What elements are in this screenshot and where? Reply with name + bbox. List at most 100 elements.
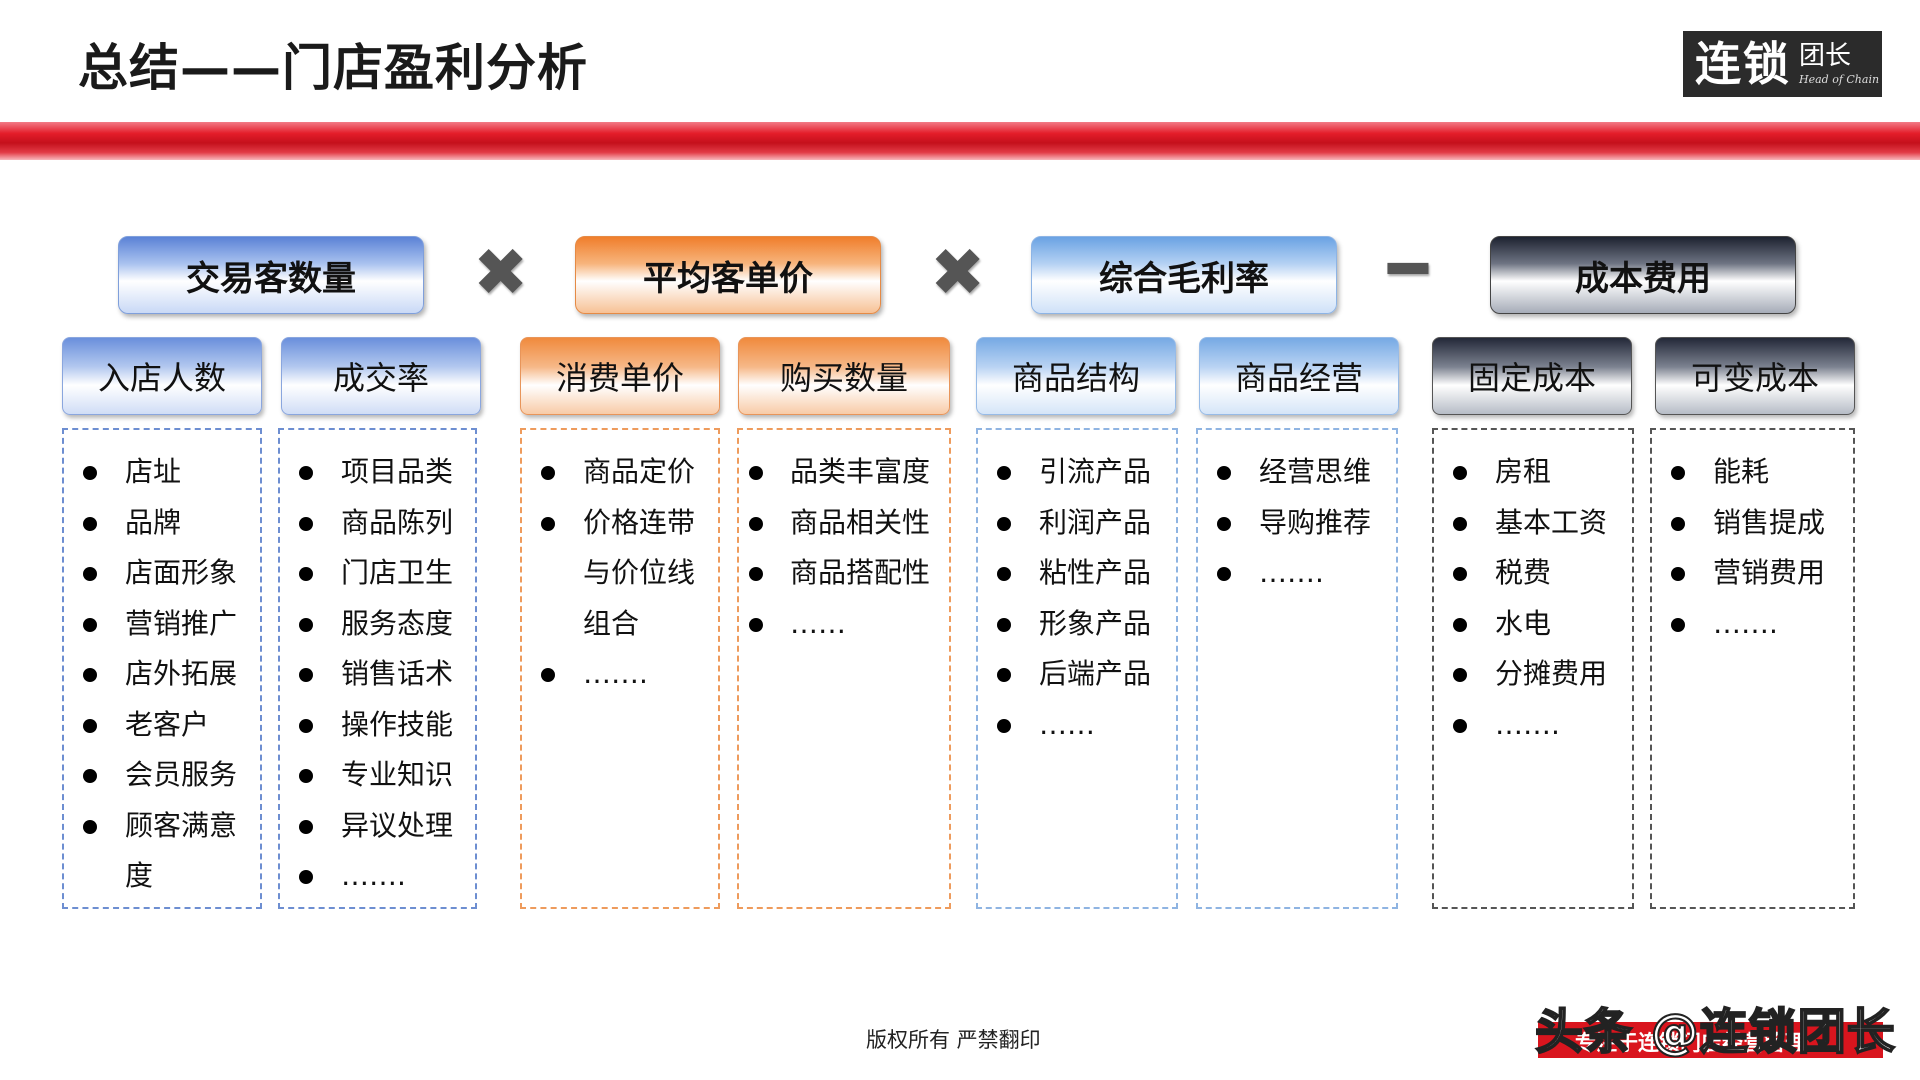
sub-header-purchase-quantity: 购买数量: [738, 337, 950, 415]
bullet-icon: [1671, 567, 1685, 581]
list-item: 房租: [1434, 447, 1607, 498]
bullet-icon: [1453, 567, 1467, 581]
bullet-icon: [1671, 516, 1685, 531]
list-item: 商品定价: [522, 447, 701, 498]
list-item: …….: [1652, 599, 1825, 650]
bullet-icon: [83, 668, 97, 682]
list-box-store-visitors: 店址 品牌 店面形象 营销推广 店外拓展 老客户 会员服务 顾客满意度: [62, 428, 262, 909]
copyright-footer: 版权所有 严禁翻印: [866, 1028, 1041, 1052]
sub-header-product-operation: 商品经营: [1199, 337, 1399, 415]
list-item: …….: [522, 649, 701, 700]
list-box-fixed-cost: 房租 基本工资 税费 水电 分摊费用 …….: [1432, 428, 1634, 909]
list-item: 店外拓展: [64, 649, 243, 700]
list-item: 商品陈列: [280, 498, 453, 549]
bullet-icon: [1453, 668, 1467, 682]
factor-list: 店址 品牌 店面形象 营销推广 店外拓展 老客户 会员服务 顾客满意度: [64, 447, 243, 902]
bullet-icon: [1453, 718, 1467, 733]
bullet-icon: [83, 567, 97, 581]
bullet-icon: [83, 718, 97, 733]
bullet-icon: [541, 516, 555, 531]
bullet-icon: [83, 466, 97, 480]
list-item: 基本工资: [1434, 498, 1607, 549]
brand-logo: 连锁 团长 Head of Chain: [1683, 31, 1882, 97]
bullet-icon: [299, 718, 313, 733]
bullet-icon: [299, 668, 313, 682]
bullet-icon: [749, 567, 763, 581]
list-item: …….: [280, 851, 453, 902]
sub-header-conversion-rate: 成交率: [281, 337, 481, 415]
list-item: 店面形象: [64, 548, 243, 599]
list-item: 商品相关性: [739, 498, 930, 549]
bullet-icon: [749, 466, 763, 480]
list-item: 水电: [1434, 599, 1607, 650]
list-item: 能耗: [1652, 447, 1825, 498]
sub-header-fixed-cost: 固定成本: [1432, 337, 1632, 415]
bullet-icon: [1217, 567, 1231, 581]
list-item: 营销费用: [1652, 548, 1825, 599]
multiply-icon: ✖: [930, 234, 986, 311]
page-title: 总结——门店盈利分析: [78, 39, 588, 97]
bullet-icon: [299, 769, 313, 783]
list-item: …….: [1198, 548, 1371, 599]
bullet-icon: [997, 668, 1011, 682]
list-item: 营销推广: [64, 599, 243, 650]
factor-list: 项目品类 商品陈列 门店卫生 服务态度 销售话术 操作技能 专业知识 异议处理 …: [280, 447, 453, 902]
bullet-icon: [749, 516, 763, 531]
bullet-icon: [299, 617, 313, 632]
watermark-bar-text: 专注于连锁门店经营管理: [1575, 1031, 1806, 1055]
bullet-icon: [299, 567, 313, 581]
list-item: ……: [978, 700, 1151, 751]
list-item: 形象产品: [978, 599, 1151, 650]
bullet-icon: [1453, 516, 1467, 531]
watermark-bar: [1538, 1022, 1883, 1058]
list-item: 分摊费用: [1434, 649, 1607, 700]
factor-list: 房租 基本工资 税费 水电 分摊费用 …….: [1434, 447, 1607, 750]
title-divider-band: [0, 122, 1920, 160]
header-cost-expense: 成本费用: [1490, 236, 1796, 314]
list-item: 经营思维: [1198, 447, 1371, 498]
watermark-text: 头条 @连锁团长: [1534, 1003, 1896, 1061]
bullet-icon: [1671, 466, 1685, 480]
bullet-icon: [541, 668, 555, 682]
list-item: 后端产品: [978, 649, 1151, 700]
list-box-unit-price: 商品定价 价格连带与价位线组合 …….: [520, 428, 720, 909]
logo-side: 团长 Head of Chain: [1799, 43, 1879, 86]
list-item: 顾客满意度: [64, 801, 243, 902]
bullet-icon: [1453, 617, 1467, 632]
logo-side-text: 团长: [1799, 40, 1852, 71]
header-transaction-customers: 交易客数量: [118, 236, 424, 314]
bullet-icon: [997, 567, 1011, 581]
list-item: 销售提成: [1652, 498, 1825, 549]
list-item: 价格连带与价位线组合: [522, 498, 701, 650]
multiply-icon: ✖: [473, 234, 529, 311]
bullet-icon: [83, 769, 97, 783]
factor-list: 品类丰富度 商品相关性 商品搭配性 ……: [739, 447, 930, 649]
header-gross-margin: 综合毛利率: [1031, 236, 1337, 314]
bullet-icon: [749, 617, 763, 632]
sub-header-store-visitors: 入店人数: [62, 337, 262, 415]
logo-main-text: 连锁: [1695, 37, 1791, 91]
list-box-variable-cost: 能耗 销售提成 营销费用 …….: [1650, 428, 1855, 909]
sub-header-variable-cost: 可变成本: [1655, 337, 1855, 415]
factor-list: 引流产品 利润产品 粘性产品 形象产品 后端产品 ……: [978, 447, 1151, 750]
bullet-icon: [83, 617, 97, 632]
factor-list: 经营思维 导购推荐 …….: [1198, 447, 1371, 599]
header-average-ticket: 平均客单价: [575, 236, 881, 314]
list-item: 专业知识: [280, 750, 453, 801]
bullet-icon: [997, 617, 1011, 632]
factor-list: 能耗 销售提成 营销费用 …….: [1652, 447, 1825, 649]
list-box-product-structure: 引流产品 利润产品 粘性产品 形象产品 后端产品 ……: [976, 428, 1178, 909]
list-item: 引流产品: [978, 447, 1151, 498]
list-item: 店址: [64, 447, 243, 498]
bullet-icon: [299, 516, 313, 531]
sub-header-unit-price: 消费单价: [520, 337, 720, 415]
list-item: 异议处理: [280, 801, 453, 852]
list-item: 品牌: [64, 498, 243, 549]
bullet-icon: [541, 466, 555, 480]
list-item: 粘性产品: [978, 548, 1151, 599]
list-box-purchase-quantity: 品类丰富度 商品相关性 商品搭配性 ……: [737, 428, 951, 909]
bullet-icon: [83, 819, 97, 834]
bullet-icon: [299, 870, 313, 884]
bullet-icon: [1453, 466, 1467, 480]
bullet-icon: [1217, 516, 1231, 531]
